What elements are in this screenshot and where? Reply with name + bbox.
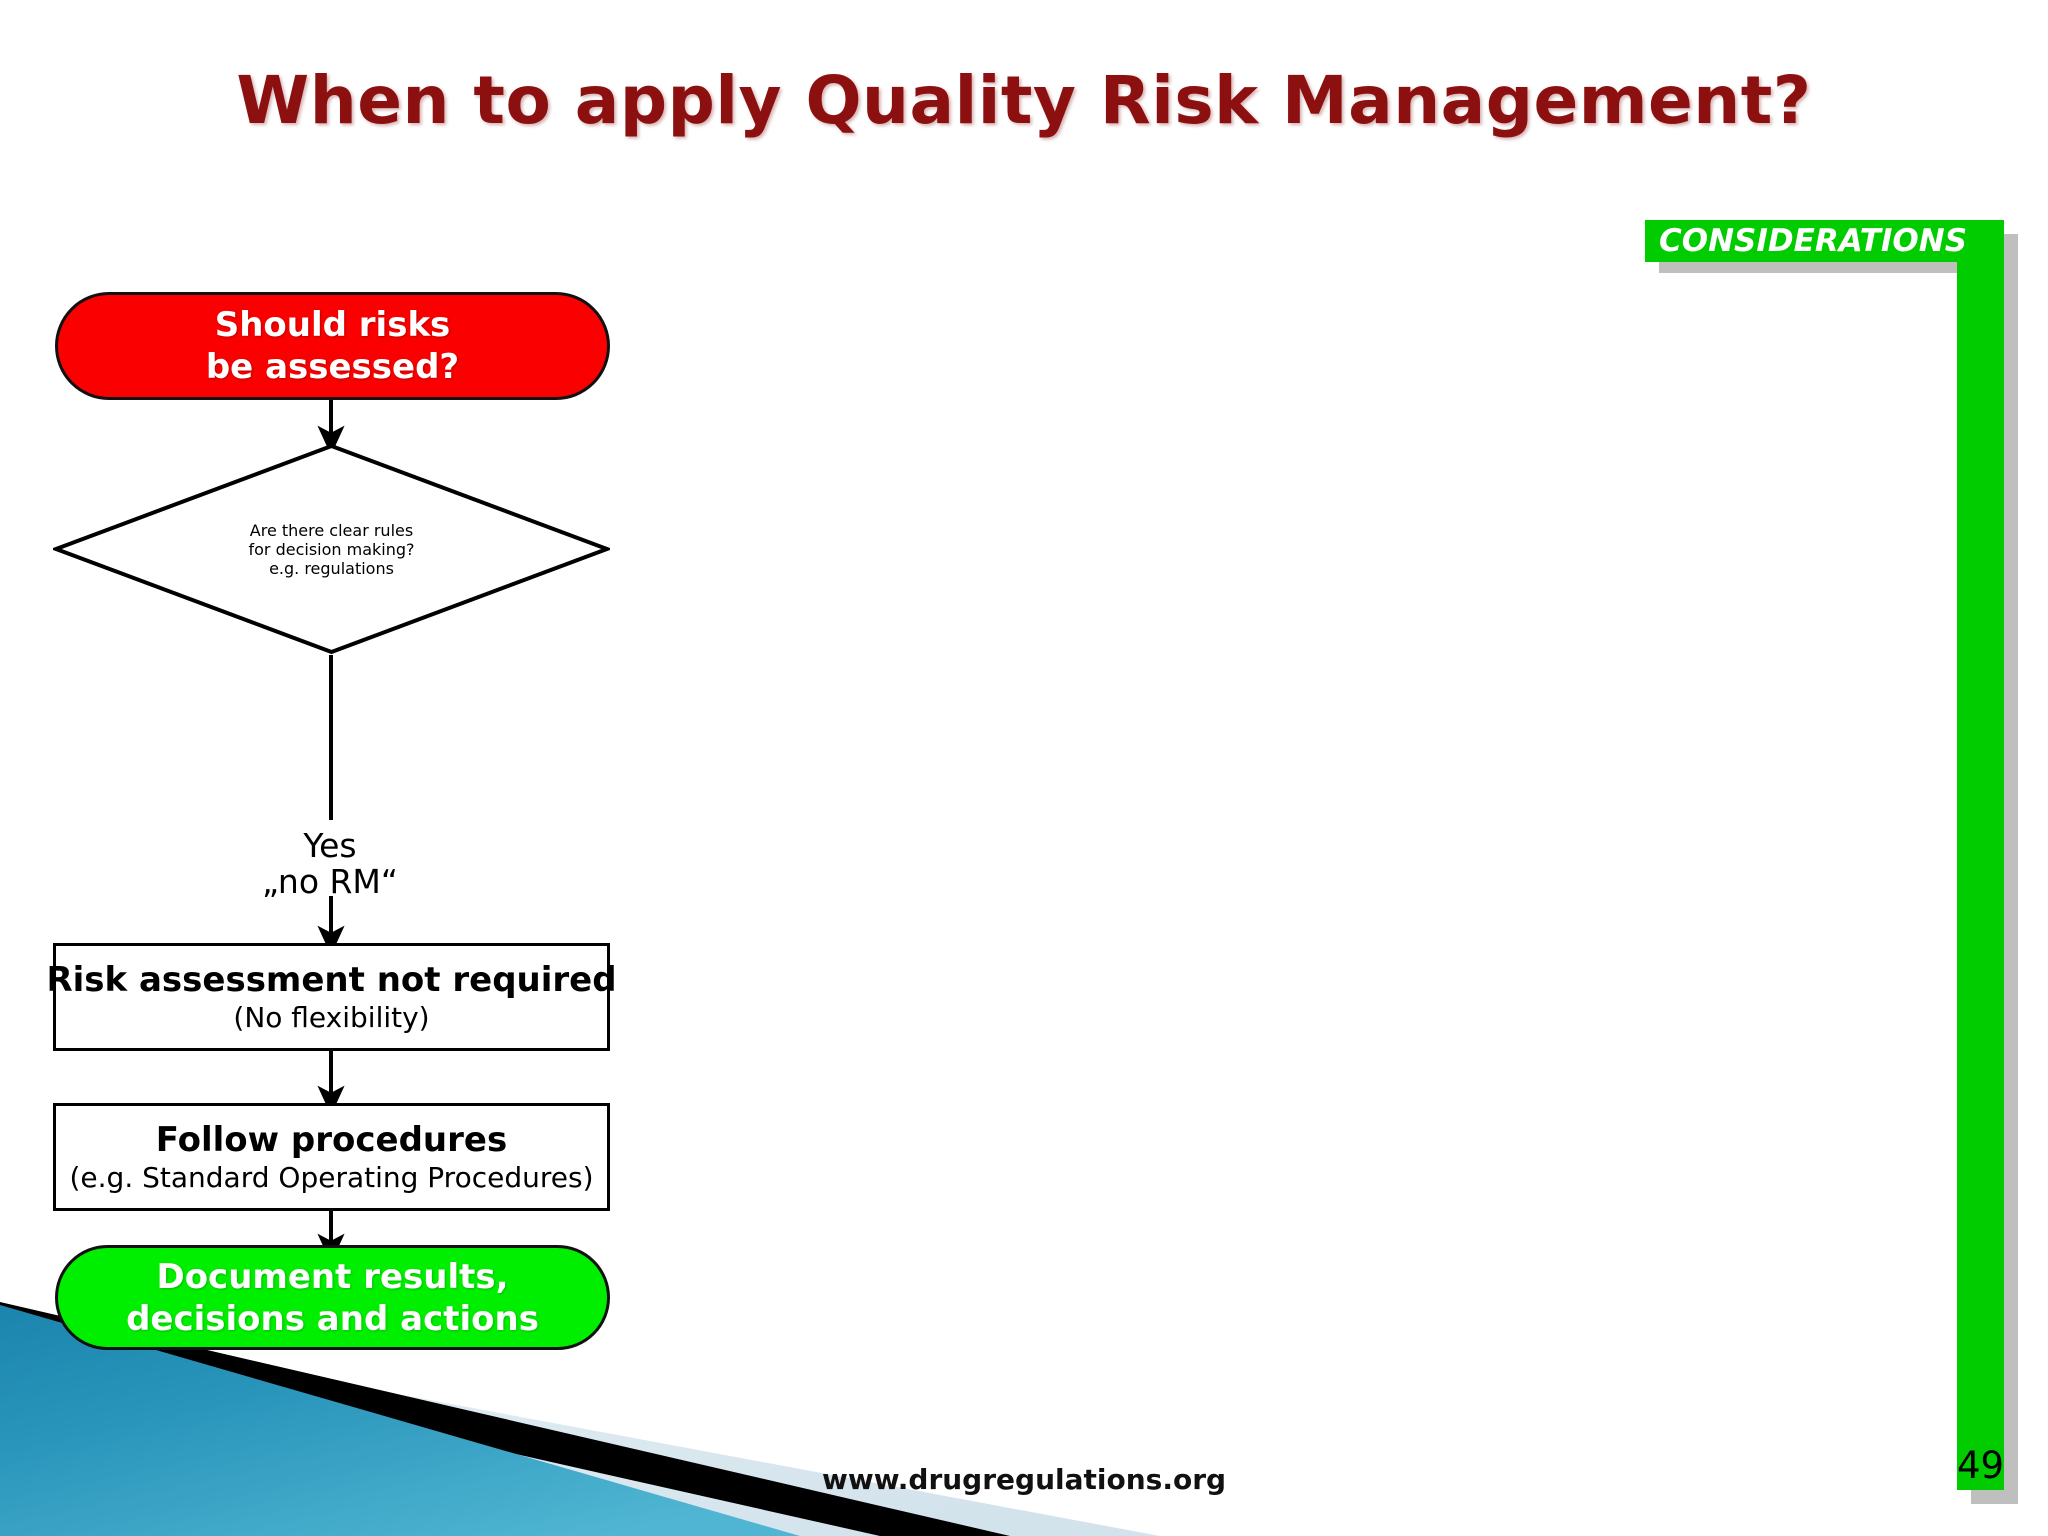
flow-node-line-1: Risk assessment not required: [46, 960, 617, 1000]
flow-node-line-2: for decision making?: [248, 539, 415, 559]
flow-node-subtext: (e.g. Standard Operating Procedures): [69, 1161, 594, 1194]
page-number: 49: [1957, 1444, 2005, 1487]
flow-node-line-1: Should risks: [214, 305, 451, 345]
flow-node-subtext: (No flexibility): [233, 1001, 430, 1034]
green-accent-bar: [1957, 220, 2004, 1490]
flow-node-risk-assessment-not-required[interactable]: Risk assessment not required (No flexibi…: [46, 943, 617, 1051]
flow-node-clear-rules-decision[interactable]: Are there clear rules for decision makin…: [53, 443, 610, 655]
flow-node-document-results[interactable]: Document results, decisions and actions: [55, 1245, 610, 1350]
diamond-shape: [53, 443, 610, 655]
flow-node-should-risks-be-assessed[interactable]: Should risks be assessed?: [55, 292, 610, 400]
flow-node-line-2: decisions and actions: [126, 1298, 539, 1339]
flow-node-line-1: Document results,: [156, 1256, 509, 1297]
flow-node-decision-text: Are there clear rules for decision makin…: [53, 443, 610, 655]
edge-label-line-1: Yes: [303, 826, 357, 865]
page-title: When to apply Quality Risk Management?: [236, 62, 1812, 139]
flow-node-subtext: e.g. regulations: [269, 558, 394, 578]
flow-node-line-1: Are there clear rules: [249, 520, 414, 540]
flow-node-line-2: be assessed?: [205, 347, 460, 387]
considerations-banner: CONSIDERATIONS: [1645, 220, 1975, 262]
edge-label-line-2: „no RM“: [261, 862, 398, 901]
pale-wedge: [0, 1320, 1160, 1536]
flow-node-follow-procedures[interactable]: Follow procedures (e.g. Standard Operati…: [53, 1103, 610, 1211]
considerations-banner-shadow: [1659, 262, 1989, 273]
edge-label-yes-no-rm: Yes „no RM“: [180, 828, 480, 900]
footer-url: www.drugregulations.org: [821, 1463, 1227, 1496]
flow-node-line-1: Follow procedures: [155, 1120, 508, 1160]
